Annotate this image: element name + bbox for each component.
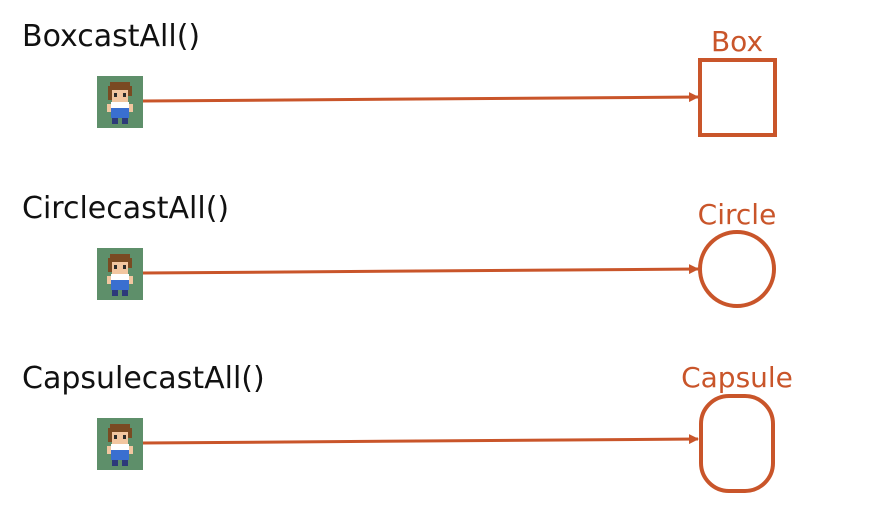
method-label-boxcast: BoxcastAll() bbox=[22, 19, 201, 54]
circle-shape bbox=[698, 230, 776, 308]
pixel-character-icon bbox=[97, 248, 143, 300]
shape-label-box: Box bbox=[710, 25, 764, 58]
pixel-character-icon bbox=[97, 76, 143, 128]
method-label-capsulecast: CapsulecastAll() bbox=[22, 361, 265, 396]
shape-label-circle: Circle bbox=[697, 198, 777, 231]
method-label-circlecast: CirclecastAll() bbox=[22, 191, 230, 226]
character-sprite-2 bbox=[97, 248, 143, 300]
box-shape bbox=[698, 58, 777, 137]
character-sprite-3 bbox=[97, 418, 143, 470]
character-sprite-1 bbox=[97, 76, 143, 128]
cast-arrow-circle bbox=[142, 264, 699, 275]
cast-arrow-box bbox=[142, 92, 699, 103]
cast-arrow-capsule bbox=[142, 434, 699, 445]
capsule-shape bbox=[699, 394, 775, 493]
pixel-character-icon bbox=[97, 418, 143, 470]
shape-label-capsule: Capsule bbox=[681, 361, 793, 394]
